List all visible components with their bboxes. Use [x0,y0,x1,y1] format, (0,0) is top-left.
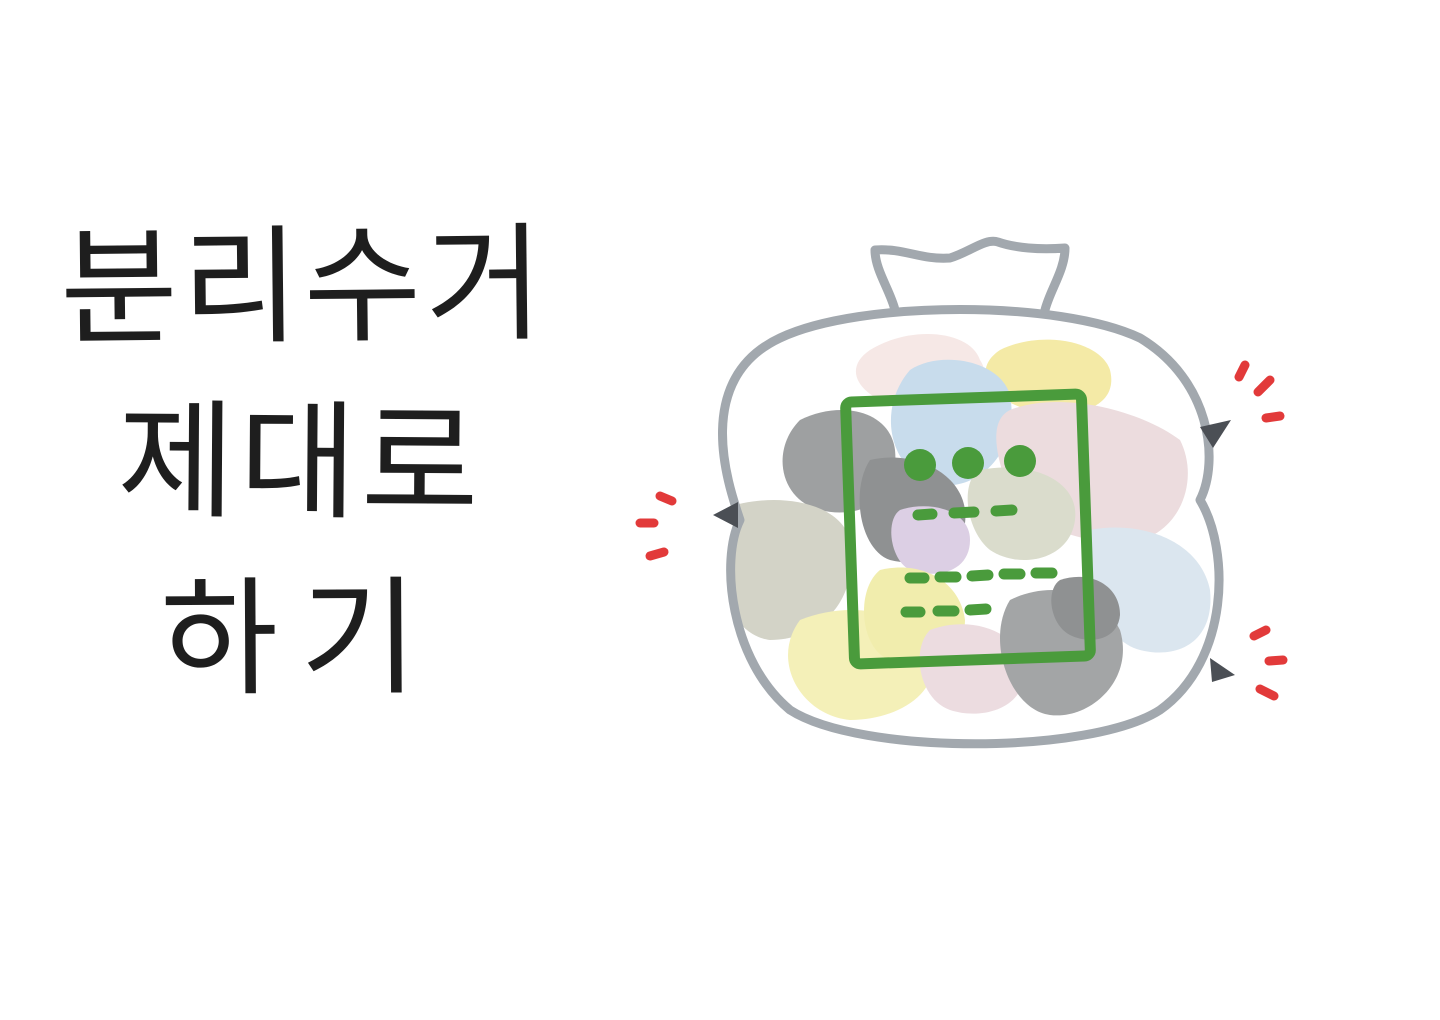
trash-bag-illustration [620,220,1320,780]
title-line-1: 분리수거 [59,210,548,365]
tear-marks [635,360,1288,701]
title-line-3: 하기 [159,564,441,715]
trash-bag-icon [635,236,1288,749]
recycling-label [840,388,1096,670]
title-line-2: 제대로 [116,387,484,540]
bag-outline [718,236,1224,749]
page-title: 분리수거 제대로 하기 [59,200,548,728]
